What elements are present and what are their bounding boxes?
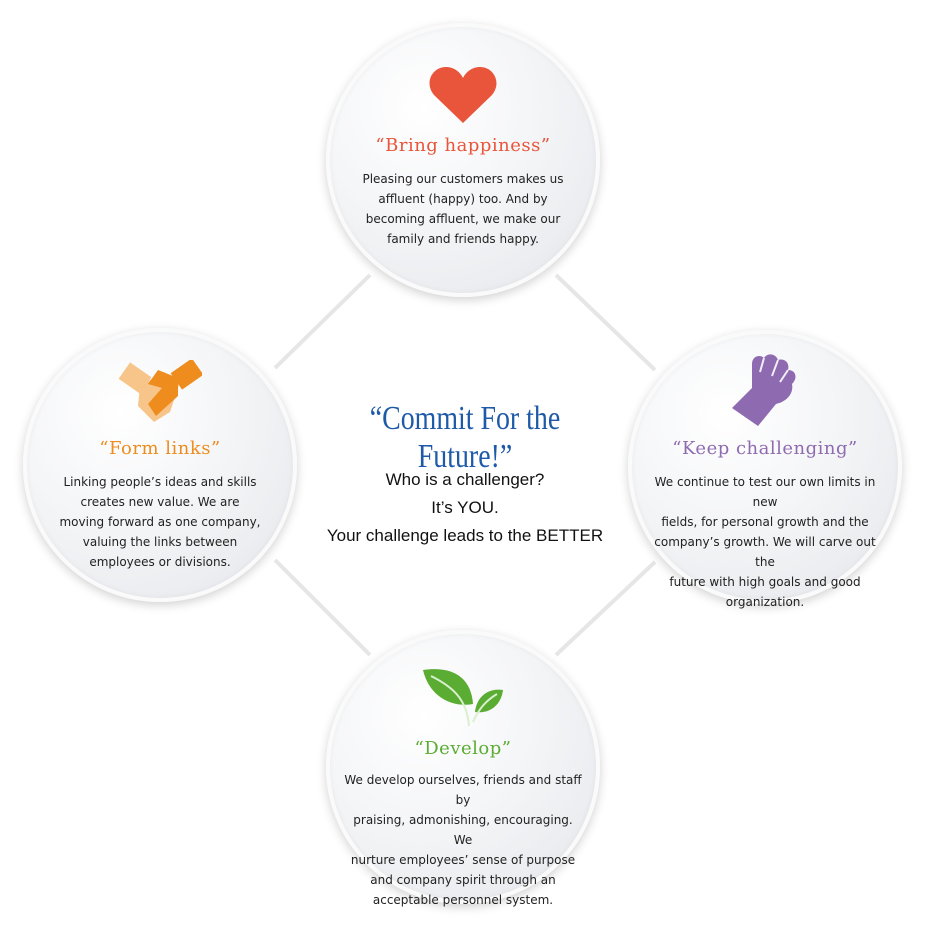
value-description: Pleasing our customers makes us affluent… (344, 169, 582, 249)
text-line: family and friends happy. (387, 232, 539, 246)
connector-top-right (554, 273, 657, 372)
connector-right-bottom (554, 560, 657, 657)
text-line: We continue to test our own limits in ne… (654, 475, 876, 509)
value-title: “Bring happiness” (375, 135, 551, 156)
connector-top-left (273, 273, 372, 370)
value-circle-form-links: “Form links” Linking people’s ideas and … (23, 328, 297, 602)
text-line: creates new value. We are (80, 495, 240, 509)
text-line: moving forward as one company, (59, 515, 261, 529)
text-line: Linking people’s ideas and skills (63, 475, 257, 489)
text-line: praising, admonishing, encouraging. We (353, 813, 573, 847)
value-description: Linking people’s ideas and skills create… (41, 472, 279, 572)
value-circle-keep-challenging: “Keep challenging” We continue to test o… (628, 330, 902, 609)
value-circle-develop: “Develop” We develop ourselves, friends … (326, 630, 600, 907)
value-title: “Keep challenging” (672, 438, 858, 459)
fist-icon (732, 354, 796, 426)
text-line: affluent (happy) too. And by (378, 192, 548, 206)
value-description: We continue to test our own limits in ne… (646, 472, 884, 612)
handshake-icon (118, 360, 202, 422)
text-line: Pleasing our customers makes us (362, 172, 564, 186)
text-line: and company spirit through an (370, 873, 556, 887)
center-line-statement: Your challenge leads to the BETTER (326, 526, 604, 545)
text-line: employees or divisions. (89, 555, 231, 569)
text-line: nurture employees’ sense of purpose (350, 853, 576, 867)
text-line: future with high goals and good (669, 575, 861, 589)
text-line: becoming affluent, we make our (365, 212, 561, 226)
leaf-icon (423, 669, 503, 727)
text-line: company’s growth. We will carve out the (654, 535, 876, 569)
text-line: We develop ourselves, friends and staff … (344, 773, 582, 807)
text-line: acceptable personnel system. (372, 893, 554, 907)
center-line-answer: It’s YOU. (431, 498, 499, 517)
connector-left-bottom (273, 558, 372, 657)
text-line: organization. (725, 595, 805, 609)
center-line-question: Who is a challenger? (385, 470, 545, 489)
value-title: “Form links” (99, 438, 221, 459)
heart-icon (429, 67, 497, 123)
text-line: valuing the links between (82, 535, 238, 549)
value-circle-bring-happiness: “Bring happiness” Pleasing our customers… (326, 23, 600, 297)
text-line: fields, for personal growth and the (661, 515, 869, 529)
headline: “Commit For the Future!” (369, 400, 561, 475)
value-title: “Develop” (414, 738, 512, 759)
value-description: We develop ourselves, friends and staff … (344, 770, 582, 910)
